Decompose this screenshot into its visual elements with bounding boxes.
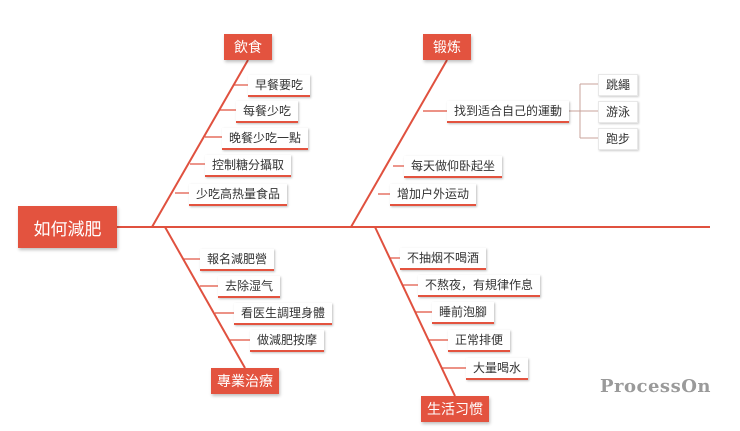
diet-item[interactable]: 每餐少吃 bbox=[236, 101, 299, 123]
treatment-item[interactable]: 做減肥按摩 bbox=[250, 330, 325, 352]
habit-item[interactable]: 睡前泡腳 bbox=[432, 302, 495, 324]
sport-item[interactable]: 游泳 bbox=[598, 101, 639, 123]
diet-item[interactable]: 晚餐少吃一點 bbox=[222, 128, 309, 150]
exercise-item[interactable]: 每天做仰卧起坐 bbox=[404, 156, 503, 178]
branch-exercise[interactable]: 锻炼 bbox=[423, 34, 471, 60]
fish-head[interactable]: 如何減肥 bbox=[18, 206, 117, 248]
diet-branch-line bbox=[151, 59, 249, 228]
diet-item[interactable]: 控制糖分攝取 bbox=[205, 155, 292, 177]
habit-item[interactable]: 正常排便 bbox=[448, 330, 511, 352]
exercise-branch-line bbox=[350, 59, 448, 228]
diet-item[interactable]: 少吃高热量食品 bbox=[189, 184, 288, 206]
habit-item[interactable]: 不熬夜，有規律作息 bbox=[418, 275, 541, 297]
processon-watermark: ProcessOn bbox=[600, 376, 711, 397]
sport-item[interactable]: 跳繩 bbox=[598, 74, 639, 96]
exercise-item[interactable]: 增加户外运动 bbox=[390, 184, 477, 206]
exercise-find-sport[interactable]: 找到适合自己的運動 bbox=[447, 101, 570, 123]
habit-item[interactable]: 大量喝水 bbox=[466, 358, 529, 380]
sports-bracket bbox=[568, 83, 598, 139]
branch-treatment[interactable]: 專業治療 bbox=[211, 368, 279, 394]
sport-item[interactable]: 跑步 bbox=[598, 128, 639, 150]
habit-item[interactable]: 不抽烟不喝酒 bbox=[400, 248, 487, 270]
treatment-item[interactable]: 看医生調理身體 bbox=[234, 303, 333, 325]
diet-item[interactable]: 早餐要吃 bbox=[248, 75, 311, 97]
branch-diet[interactable]: 飲食 bbox=[224, 34, 272, 60]
branch-habit[interactable]: 生活习惯 bbox=[421, 396, 489, 422]
treatment-branch-line bbox=[164, 226, 246, 369]
treatment-item[interactable]: 報名減肥營 bbox=[200, 249, 275, 271]
treatment-item[interactable]: 去除湿气 bbox=[218, 276, 281, 298]
